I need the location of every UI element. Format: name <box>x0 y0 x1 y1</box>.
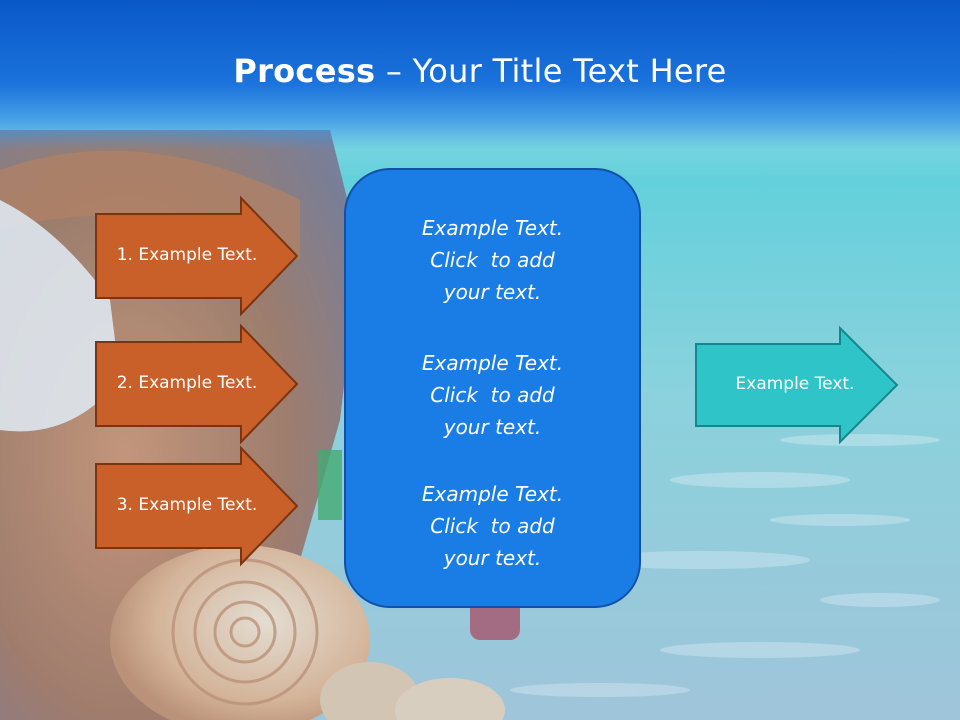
center-paragraph-2: Example Text. Click to add your text. <box>346 347 639 443</box>
title-band <box>0 0 960 150</box>
slide-title: Process – Your Title Text Here <box>0 52 960 90</box>
left-arrow-2-label: 2. Example Text. <box>116 373 258 393</box>
center-paragraph-3: Example Text. Click to add your text. <box>346 478 639 574</box>
title-bold: Process <box>233 52 376 90</box>
left-arrow-1[interactable] <box>95 195 299 317</box>
left-arrow-3-label: 3. Example Text. <box>116 495 258 515</box>
paragraph-line: your text. <box>443 415 542 439</box>
center-text-box[interactable]: Example Text. Click to add your text. Ex… <box>344 168 641 608</box>
paragraph-line: Example Text. <box>421 216 564 240</box>
left-arrow-2[interactable] <box>95 323 299 445</box>
paragraph-line: Click to add <box>430 248 555 272</box>
paragraph-line: Click to add <box>430 383 555 407</box>
right-arrow-label: Example Text. <box>735 374 855 394</box>
left-arrow-3[interactable] <box>95 445 299 567</box>
right-arrow[interactable] <box>695 325 899 445</box>
title-rest: – Your Title Text Here <box>375 52 727 90</box>
paragraph-line: your text. <box>443 280 542 304</box>
center-paragraph-1: Example Text. Click to add your text. <box>346 212 639 308</box>
paragraph-line: Example Text. <box>421 351 564 375</box>
paragraph-line: Example Text. <box>421 482 564 506</box>
paragraph-line: Click to add <box>430 514 555 538</box>
paragraph-line: your text. <box>443 546 542 570</box>
left-arrow-1-label: 1. Example Text. <box>116 245 258 265</box>
